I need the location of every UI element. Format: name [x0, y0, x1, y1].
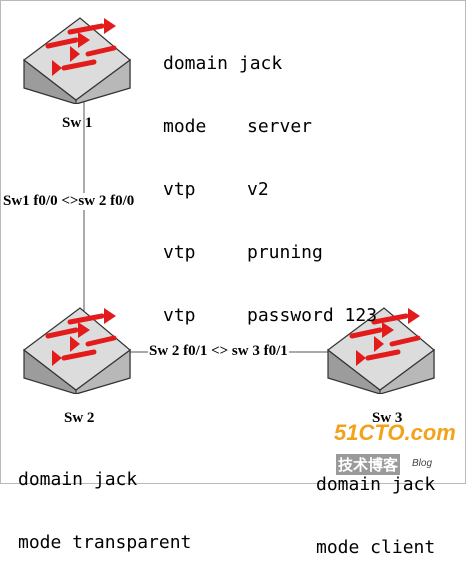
- sw2-label: Sw 2: [64, 410, 95, 426]
- link-label-sw1-sw2: Sw1 f0/0 <>sw 2 f0/0: [2, 193, 136, 210]
- sw3-config-line: mode client: [316, 537, 436, 558]
- switch-icon-sw3: [327, 307, 435, 394]
- sw2-config: domain jack mode transparent: [18, 427, 191, 574]
- watermark-brand: 51CTO.com: [334, 420, 456, 445]
- sw1-config-line: domain jack: [163, 53, 283, 74]
- link-label-sw2-sw3: Sw 2 f0/1 <> sw 3 f0/1: [148, 343, 289, 360]
- switch-icon-sw2: [23, 307, 131, 394]
- sw1-label: Sw 1: [62, 115, 93, 131]
- watermark-sub: 技术博客: [336, 454, 401, 475]
- sw3-label: Sw 3: [372, 410, 403, 426]
- sw2-config-line: domain jack: [18, 469, 138, 490]
- switch-icon-sw1: [23, 17, 131, 104]
- sw3-config-line: domain jack: [316, 474, 436, 495]
- watermark-blog: Blog: [412, 458, 433, 469]
- sw2-config-line: mode transparent: [18, 532, 192, 553]
